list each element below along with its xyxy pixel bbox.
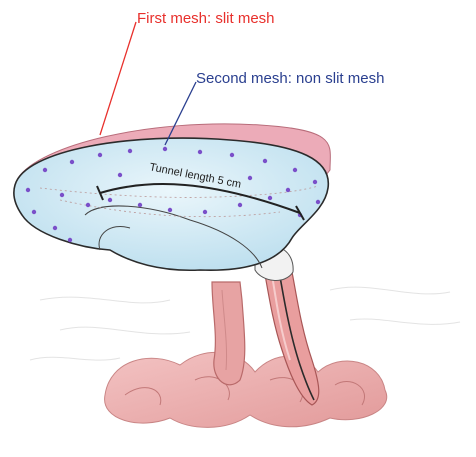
tack-icon [86, 203, 90, 207]
tack-icon [32, 210, 36, 214]
tack-icon [43, 168, 47, 172]
second-mesh-label: Second mesh: non slit mesh [196, 70, 384, 88]
tack-icon [248, 176, 252, 180]
tack-icon [108, 198, 112, 202]
tack-icon [238, 203, 242, 207]
tack-icon [293, 168, 297, 172]
tack-icon [263, 159, 267, 163]
tack-icon [138, 203, 142, 207]
non-slit-mesh [14, 138, 328, 270]
tack-icon [163, 147, 167, 151]
tack-icon [98, 153, 102, 157]
tack-icon [26, 188, 30, 192]
tack-icon [313, 180, 317, 184]
tack-icon [316, 200, 320, 204]
tack-icon [60, 193, 64, 197]
tack-icon [68, 238, 72, 242]
tack-icon [70, 160, 74, 164]
tack-icon [286, 188, 290, 192]
tack-icon [128, 149, 132, 153]
tack-icon [230, 153, 234, 157]
bowel-limb-afferent [212, 282, 245, 385]
tack-icon [53, 226, 57, 230]
tack-icon [203, 210, 207, 214]
tack-icon [118, 173, 122, 177]
first-mesh-leader-line [100, 22, 136, 135]
first-mesh-label: First mesh: slit mesh [137, 10, 275, 28]
tack-icon [168, 208, 172, 212]
tack-icon [198, 150, 202, 154]
tack-icon [268, 196, 272, 200]
bowel-loops [105, 352, 387, 427]
